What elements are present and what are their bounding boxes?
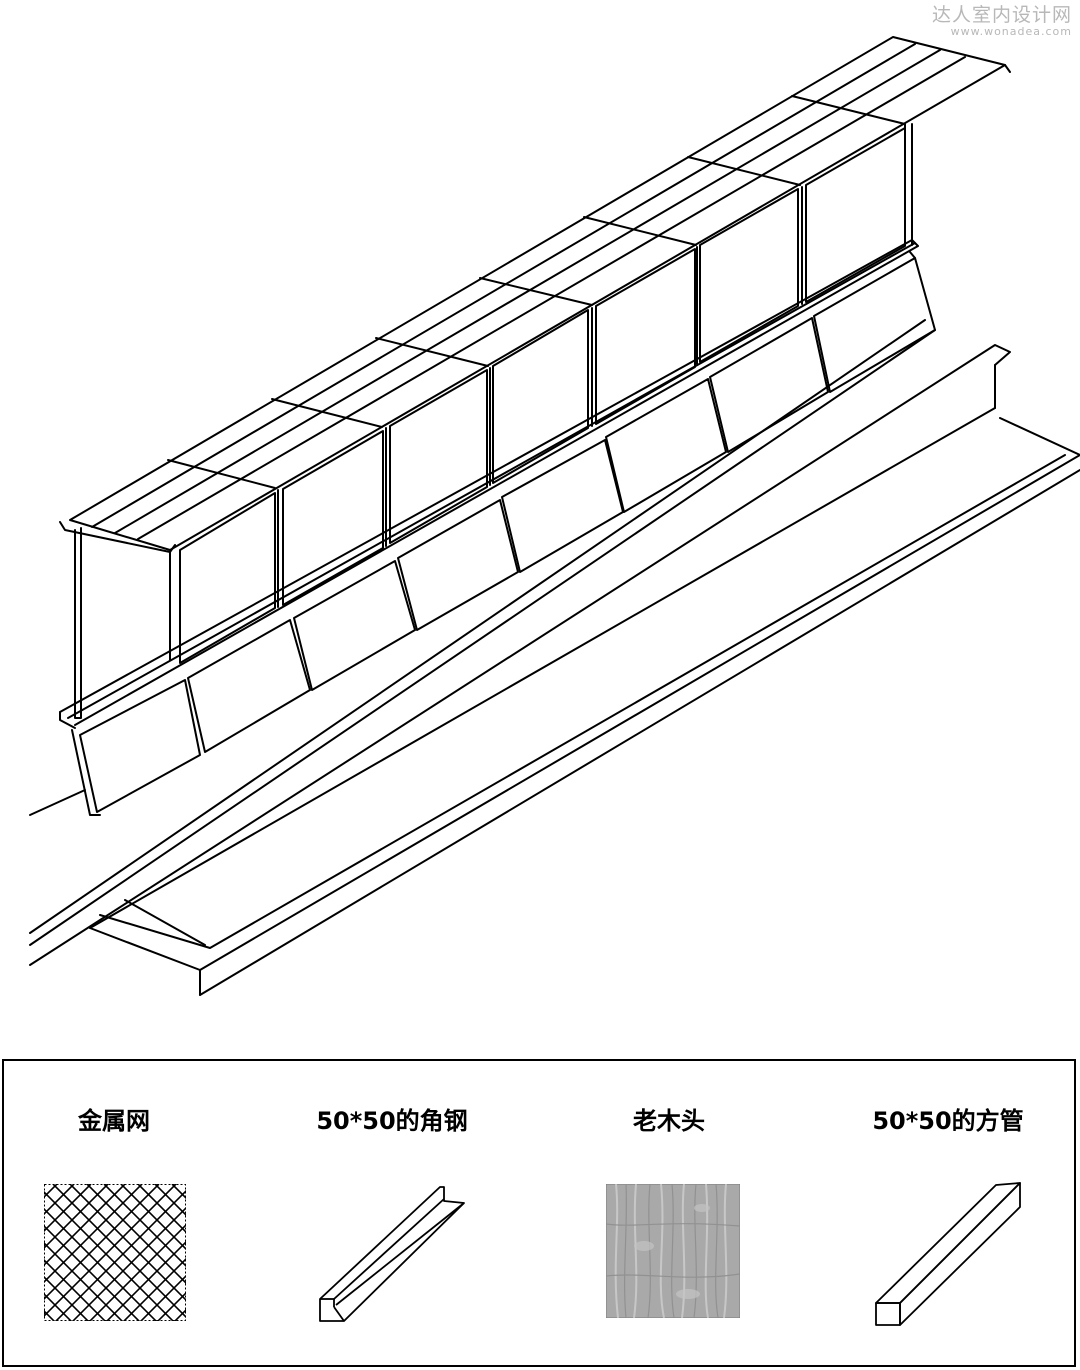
watermark-title: 达人室内设计网 [931, 4, 1072, 26]
materials-legend: 金属网 50*50的角钢 老木头 [2, 1059, 1076, 1367]
legend-item-square-tube: 50*50的方管 [844, 1061, 1076, 1365]
legend-label-old-wood: 老木头 [633, 1107, 705, 1135]
lower-panels [71, 251, 936, 816]
watermark-url: www.wonadea.com [950, 25, 1072, 38]
legend-label-square-tube: 50*50的方管 [872, 1107, 1024, 1135]
isometric-railing-drawing [29, 36, 1080, 996]
watermark: 达人室内设计网 www.wonadea.com [932, 4, 1072, 38]
legend-label-angle-steel: 50*50的角钢 [316, 1107, 468, 1135]
legend-label-metal-mesh: 金属网 [78, 1107, 150, 1135]
top-rail [59, 36, 1011, 553]
metal-mesh-icon [44, 1184, 186, 1321]
legend-item-metal-mesh: 金属网 [4, 1061, 224, 1365]
square-tube-icon [875, 1182, 1021, 1326]
base-steps [29, 319, 1080, 996]
angle-steel-icon [319, 1186, 465, 1322]
middle-rail [59, 239, 919, 729]
old-wood-icon [606, 1184, 740, 1318]
legend-item-old-wood: 老木头 [564, 1061, 784, 1365]
upper-panels [179, 127, 906, 664]
legend-item-angle-steel: 50*50的角钢 [274, 1061, 524, 1365]
